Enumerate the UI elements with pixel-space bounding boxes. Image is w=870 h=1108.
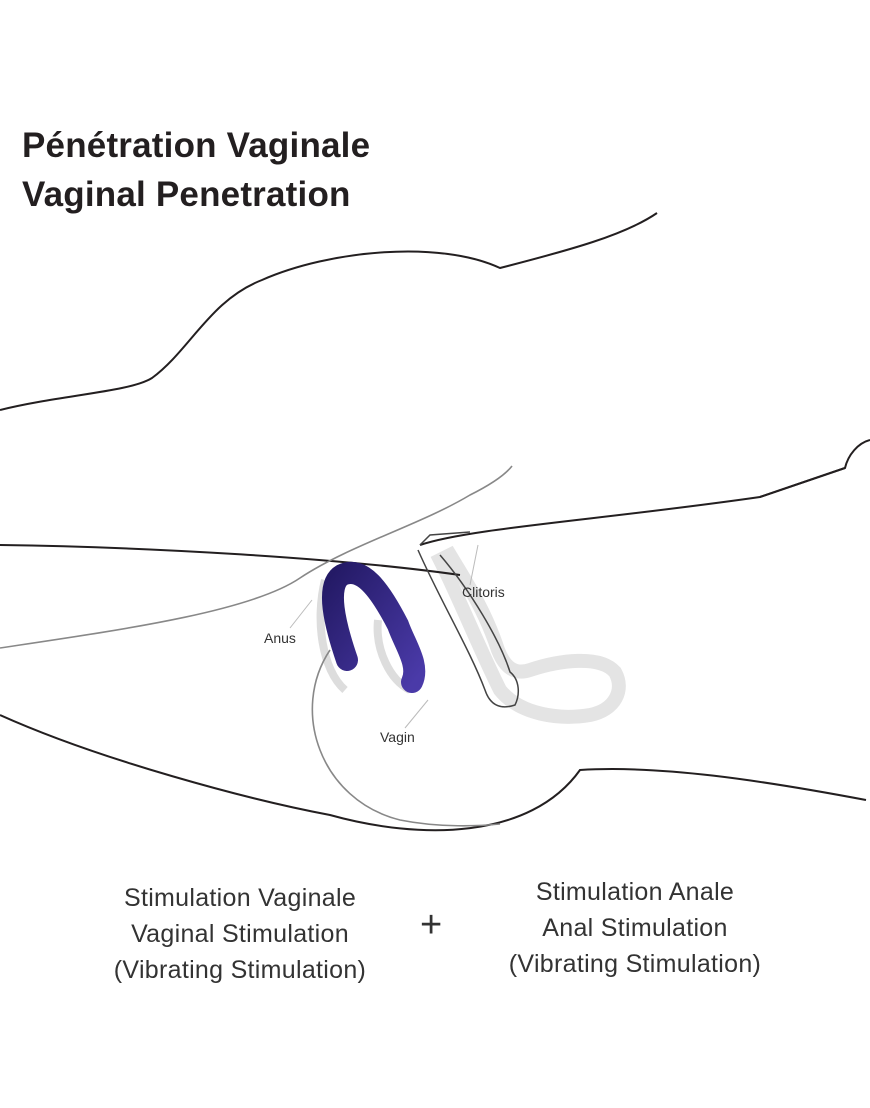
plus-icon: + — [420, 904, 443, 946]
caption-line: (Vibrating Stimulation) — [508, 950, 762, 978]
device — [321, 562, 426, 693]
title-english: Vaginal Penetration — [22, 175, 351, 214]
caption-line: Anal Stimulation — [542, 914, 728, 942]
caption-line: Vaginal Stimulation — [131, 920, 349, 948]
buttock-crease — [0, 465, 513, 649]
organ-shape — [430, 545, 626, 724]
back-outline — [0, 212, 658, 411]
buttock-outline — [311, 649, 501, 827]
leg-outline-2 — [759, 467, 846, 498]
leg-outline — [419, 439, 870, 546]
label-anus: Anus — [264, 630, 296, 646]
thigh-outline — [0, 544, 461, 576]
label-clitoris: Clitoris — [462, 584, 505, 600]
label-vagin: Vagin — [380, 729, 415, 745]
caption-line: Stimulation Anale — [535, 878, 735, 906]
caption-vaginal-stimulation: Stimulation Vaginale Vaginal Stimulation… — [50, 880, 430, 988]
title-french: Pénétration Vaginale — [22, 126, 371, 165]
clitoris-outline — [417, 531, 520, 708]
lower-body-outline — [0, 714, 867, 832]
caption-line: Stimulation Vaginale — [123, 884, 357, 912]
caption-line: (Vibrating Stimulation) — [113, 956, 367, 984]
caption-anal-stimulation: Stimulation Anale Anal Stimulation (Vibr… — [445, 874, 825, 982]
